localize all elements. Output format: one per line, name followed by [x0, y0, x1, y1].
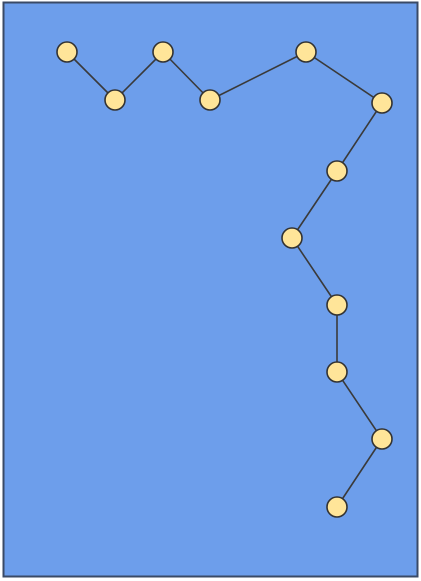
path-node[interactable]: [56, 41, 78, 63]
path-node[interactable]: [152, 41, 174, 63]
path-edge: [291, 237, 338, 306]
path-node[interactable]: [326, 361, 348, 383]
path-edge: [209, 51, 307, 101]
path-edge: [336, 438, 383, 508]
path-edge: [305, 51, 383, 104]
path-node[interactable]: [104, 89, 126, 111]
path-edge: [336, 102, 383, 172]
path-node[interactable]: [326, 496, 348, 518]
path-node[interactable]: [326, 160, 348, 182]
path-node[interactable]: [326, 294, 348, 316]
path-edges: [66, 51, 383, 508]
path-edge: [66, 51, 116, 101]
path-node[interactable]: [295, 41, 317, 63]
path-node[interactable]: [199, 89, 221, 111]
path-node[interactable]: [371, 92, 393, 114]
path-edge: [114, 51, 164, 101]
path-edge: [336, 371, 383, 440]
path-node[interactable]: [281, 227, 303, 249]
path-edge: [162, 51, 211, 101]
path-edge: [291, 170, 338, 239]
path-nodes: [56, 41, 393, 518]
path-node[interactable]: [371, 428, 393, 450]
